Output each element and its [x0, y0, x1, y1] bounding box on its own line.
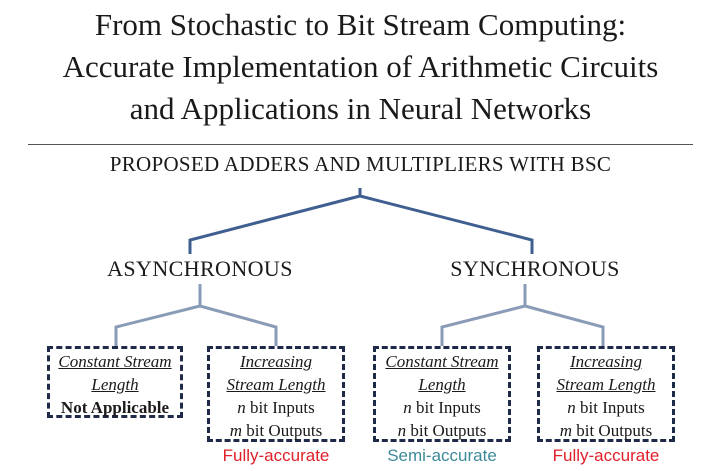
leaf-line-text: bit Outputs — [576, 421, 653, 440]
accuracy-label-fully: Fully-accurate — [222, 446, 330, 465]
title-line-2: Accurate Implementation of Arithmetic Ci… — [62, 49, 659, 84]
leaf-async-constant: Constant Stream Length Not Applicable — [47, 346, 183, 418]
variable-n: n — [567, 398, 576, 417]
leaf-line: m bit Outputs — [210, 419, 342, 442]
connector-sync-left — [440, 304, 526, 346]
title-divider — [28, 144, 693, 145]
leaf-async-increasing: Increasing Stream Length n bit Inputs m … — [207, 346, 345, 442]
leaf-line-text: bit Inputs — [250, 398, 315, 417]
leaf-heading: Increasing — [239, 352, 313, 371]
leaf-heading: Constant Stream — [58, 352, 172, 371]
title-line-1: From Stochastic to Bit Stream Computing: — [94, 7, 627, 42]
paper-title: From Stochastic to Bit Stream Computing:… — [0, 4, 721, 130]
leaf-sync-constant: Constant Stream Length n bit Inputs n bi… — [373, 346, 511, 442]
connector-async-left — [114, 304, 201, 346]
branch-asynchronous-label: ASYNCHRONOUS — [107, 256, 293, 281]
leaf-line-text: bit Outputs — [410, 421, 487, 440]
root-node-label: PROPOSED ADDERS AND MULTIPLIERS WITH BSC — [109, 152, 612, 176]
leaf-sync-increasing: Increasing Stream Length n bit Inputs m … — [537, 346, 675, 442]
connector-root-async — [188, 194, 361, 254]
leaf-heading: Constant Stream — [385, 352, 499, 371]
leaf-heading: Length — [91, 375, 139, 394]
leaf-line: n bit Inputs — [376, 396, 508, 419]
variable-m: m — [229, 421, 242, 440]
variable-m: m — [559, 421, 572, 440]
title-line-3: and Applications in Neural Networks — [129, 91, 592, 126]
leaf-line-text: bit Inputs — [416, 398, 481, 417]
leaf-line: Not Applicable — [60, 398, 170, 417]
leaf-line: n bit Inputs — [540, 396, 672, 419]
leaf-line: m bit Outputs — [540, 419, 672, 442]
variable-n: n — [403, 398, 412, 417]
leaf-heading: Increasing — [569, 352, 643, 371]
connector-sync-right — [524, 304, 605, 346]
variable-n: n — [237, 398, 246, 417]
leaf-line-text: bit Outputs — [246, 421, 323, 440]
leaf-line: n bit Inputs — [210, 396, 342, 419]
leaf-heading: Stream Length — [556, 375, 656, 394]
leaf-heading: Stream Length — [226, 375, 326, 394]
variable-n: n — [397, 421, 407, 440]
leaf-heading: Length — [418, 375, 466, 394]
connector-root-sync — [359, 194, 534, 254]
connector-async-right — [199, 304, 278, 346]
accuracy-label-fully: Fully-accurate — [552, 446, 660, 465]
leaf-line-text: bit Inputs — [580, 398, 645, 417]
branch-synchronous-label: SYNCHRONOUS — [450, 256, 620, 281]
accuracy-label-semi: Semi-accurate — [387, 446, 497, 465]
leaf-line: n bit Outputs — [376, 419, 508, 442]
